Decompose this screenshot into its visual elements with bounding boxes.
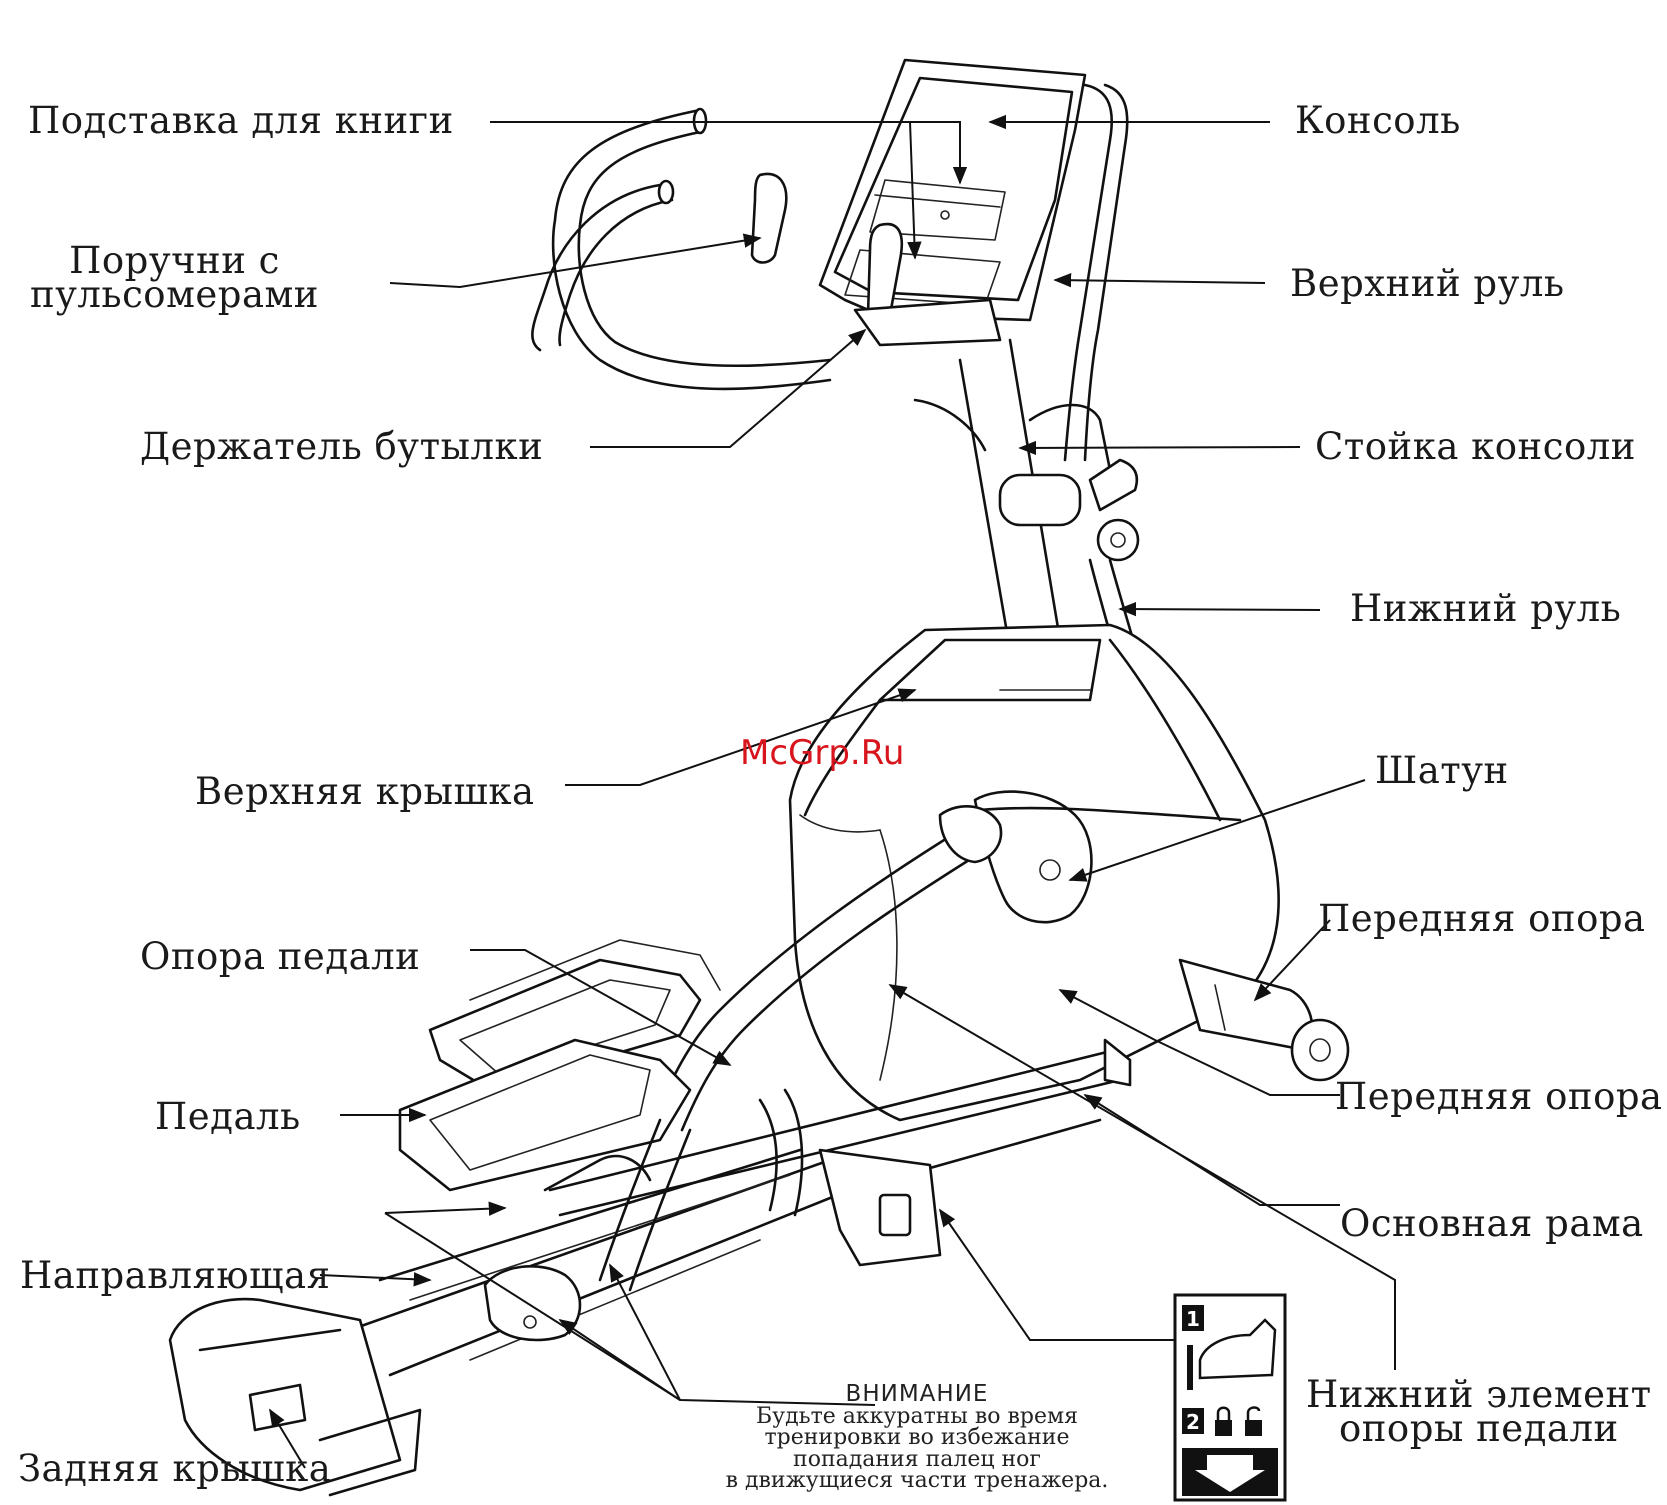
- front-stabilizer-drawing: [1178, 958, 1350, 1082]
- watermark: McGrp.Ru: [740, 733, 905, 773]
- leader-lines: [269, 114, 1396, 1469]
- safety-sticker: 1 2: [1173, 1293, 1287, 1502]
- warning-title: ВНИМАНИЕ: [845, 1381, 989, 1407]
- arrow-down-icon: [1195, 1455, 1265, 1492]
- warning-line-1: Будьте аккуратны во время: [755, 1403, 1079, 1429]
- label-pulse-grips-line2: пульсомерами: [30, 273, 319, 317]
- label-rail: Направляющая: [20, 1254, 331, 1297]
- label-bottle-holder: Держатель бутылки: [140, 425, 544, 468]
- console-mast-drawing: [853, 298, 1194, 1012]
- warning-line-2: тренировки во избежание: [764, 1425, 1070, 1451]
- label-pulse-grips: Поручни с пульсомерами: [30, 242, 319, 313]
- sticker-step-1: 1: [1186, 1307, 1200, 1331]
- main-frame-drawing: [348, 1038, 1132, 1377]
- label-lower-pedal-support-line2: опоры педали: [1338, 1407, 1619, 1451]
- label-lower-pedal-support: Нижний элемент опоры педали: [1306, 1376, 1652, 1447]
- warning-line-4: в движущиеся части тренажера.: [725, 1468, 1109, 1494]
- rear-base-drawing: [168, 1297, 422, 1497]
- label-console-mast: Стойка консоли: [1315, 425, 1636, 468]
- label-top-cover: Верхняя крышка: [195, 770, 535, 813]
- label-front-support-1: Передняя опора: [1318, 897, 1646, 940]
- warning-text: ВНИМАНИЕ Будьте аккуратны во время трени…: [712, 1383, 1122, 1492]
- label-lower-pedal-support-line1: Нижний элемент: [1306, 1373, 1652, 1416]
- label-pedal-support: Опора педали: [140, 935, 421, 978]
- warning-line-3: попадания палец ног: [793, 1446, 1041, 1472]
- label-book-holder: Подставка для книги: [28, 99, 454, 142]
- lock-icon: [1215, 1406, 1232, 1436]
- shroud-drawing: [788, 623, 1280, 1122]
- label-rear-cover: Задняя крышка: [18, 1447, 332, 1490]
- sticker-step-2: 2: [1186, 1410, 1200, 1434]
- upper-handlebar-drawing: [531, 83, 1129, 462]
- pedals-drawing: [398, 939, 721, 1192]
- label-front-support-2: Передняя опора: [1335, 1075, 1663, 1118]
- foot-icon: [1198, 1318, 1277, 1380]
- label-pulse-grips-line1: Поручни с: [69, 239, 280, 282]
- lower-arm-drawing: [653, 805, 1003, 1132]
- label-pedal: Педаль: [155, 1095, 301, 1138]
- label-lower-handlebar: Нижний руль: [1350, 587, 1622, 630]
- label-console: Консоль: [1295, 99, 1461, 142]
- console-drawing: [818, 58, 1087, 322]
- label-main-frame: Основная рама: [1340, 1202, 1644, 1245]
- unlock-icon: [1245, 1406, 1262, 1436]
- label-crank: Шатун: [1375, 749, 1509, 792]
- label-upper-handlebar: Верхний руль: [1290, 262, 1565, 305]
